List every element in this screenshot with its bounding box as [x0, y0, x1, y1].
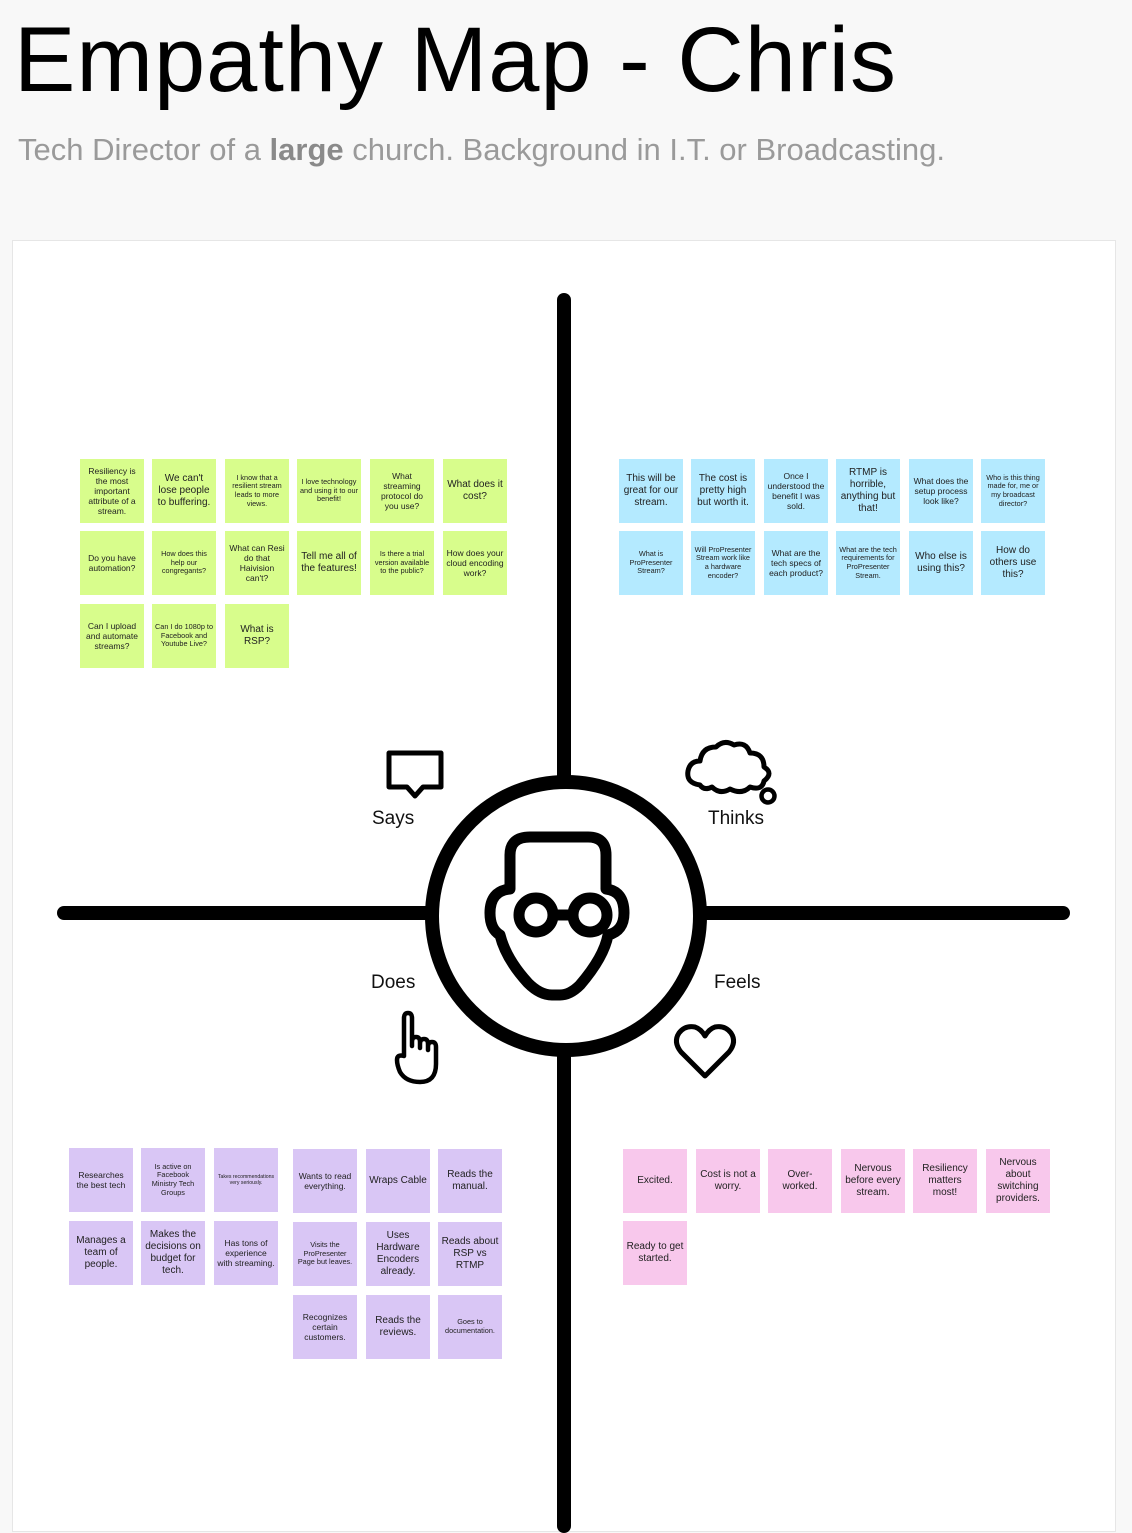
says-note[interactable]: Resiliency is the most important attribu…	[80, 459, 144, 523]
thinks-note[interactable]: Once I understood the benefit I was sold…	[764, 459, 828, 523]
says-note[interactable]: I know that a resilient stream leads to …	[225, 459, 289, 523]
heart-icon	[673, 1024, 737, 1079]
speech-bubble-icon	[386, 750, 444, 799]
does-note[interactable]: Is active on Facebook Ministry Tech Grou…	[141, 1148, 205, 1212]
thought-cloud-icon	[685, 739, 777, 805]
pointing-hand-icon	[394, 1010, 439, 1085]
thinks-note[interactable]: Who is this thing made for, me or my bro…	[981, 459, 1045, 523]
does-note[interactable]: Wants to read everything.	[293, 1149, 357, 1213]
says-note[interactable]: How does your cloud encoding work?	[443, 531, 507, 595]
says-note[interactable]: What is RSP?	[225, 604, 289, 668]
feels-note[interactable]: Excited.	[623, 1149, 687, 1213]
says-note[interactable]: What does it cost?	[443, 459, 507, 523]
does-note[interactable]: Visits the ProPresenter Page but leaves.	[293, 1222, 357, 1286]
says-note[interactable]: We can't lose people to buffering.	[152, 459, 216, 523]
feels-note[interactable]: Over-worked.	[768, 1149, 832, 1213]
feels-note[interactable]: Resiliency matters most!	[913, 1149, 977, 1213]
does-note[interactable]: Recognizes certain customers.	[293, 1295, 357, 1359]
does-note[interactable]: Researches the best tech	[69, 1148, 133, 1212]
says-note[interactable]: I love technology and using it to our be…	[297, 459, 361, 523]
thinks-note[interactable]: How do others use this?	[981, 531, 1045, 595]
thinks-note[interactable]: Who else is using this?	[909, 531, 973, 595]
thinks-note[interactable]: RTMP is horrible, anything but that!	[836, 459, 900, 523]
quadrant-label-does: Does	[371, 972, 416, 993]
subtitle-text-start: Tech Director of a	[18, 132, 270, 167]
does-note[interactable]: Makes the decisions on budget for tech.	[141, 1221, 205, 1285]
feels-note[interactable]: Nervous before every stream.	[841, 1149, 905, 1213]
does-note[interactable]: Reads the manual.	[438, 1149, 502, 1213]
thinks-note[interactable]: What does the setup process look like?	[909, 459, 973, 523]
says-note[interactable]: Can I do 1080p to Facebook and Youtube L…	[152, 604, 216, 668]
thinks-note[interactable]: What is ProPresenter Stream?	[619, 531, 683, 595]
says-note[interactable]: What can Resi do that Haivision can't?	[225, 531, 289, 595]
says-note[interactable]: Is there a trial version available to th…	[370, 531, 434, 595]
says-note[interactable]: Can I upload and automate streams?	[80, 604, 144, 668]
subtitle-text-end: church. Background in I.T. or Broadcasti…	[343, 132, 946, 167]
quadrant-label-says: Says	[372, 808, 415, 829]
does-note[interactable]: Manages a team of people.	[69, 1221, 133, 1285]
thinks-note[interactable]: The cost is pretty high but worth it.	[691, 459, 755, 523]
feels-note[interactable]: Nervous about switching providers.	[986, 1149, 1050, 1213]
says-note[interactable]: How does this help our congregants?	[152, 531, 216, 595]
thinks-note[interactable]: This will be great for our stream.	[619, 459, 683, 523]
quadrant-label-feels: Feels	[714, 972, 761, 993]
person-face-with-glasses-icon	[484, 831, 630, 1001]
subtitle-emphasis: large	[269, 132, 344, 167]
does-note[interactable]: Uses Hardware Encoders already.	[366, 1222, 430, 1286]
does-note[interactable]: Has tons of experience with streaming.	[214, 1221, 278, 1285]
does-note[interactable]: Goes to documentation.	[438, 1295, 502, 1359]
page-subtitle: Tech Director of a large church. Backgro…	[18, 130, 945, 170]
does-note[interactable]: Reads about RSP vs RTMP	[438, 1222, 502, 1286]
page-title: Empathy Map - Chris	[14, 9, 898, 111]
does-note[interactable]: Takes recommendations very seriously.	[214, 1148, 278, 1212]
does-note[interactable]: Reads the reviews.	[366, 1295, 430, 1359]
says-note[interactable]: Tell me all of the features!	[297, 531, 361, 595]
thinks-note[interactable]: What are the tech requirements for ProPr…	[836, 531, 900, 595]
does-note[interactable]: Wraps Cable	[366, 1149, 430, 1213]
thinks-note[interactable]: What are the tech specs of each product?	[764, 531, 828, 595]
thinks-note[interactable]: Will ProPresenter Stream work like a har…	[691, 531, 755, 595]
says-note[interactable]: Do you have automation?	[80, 531, 144, 595]
feels-note[interactable]: Ready to get started.	[623, 1221, 687, 1285]
quadrant-label-thinks: Thinks	[708, 808, 764, 829]
feels-note[interactable]: Cost is not a worry.	[696, 1149, 760, 1213]
says-note[interactable]: What streaming protocol do you use?	[370, 459, 434, 523]
